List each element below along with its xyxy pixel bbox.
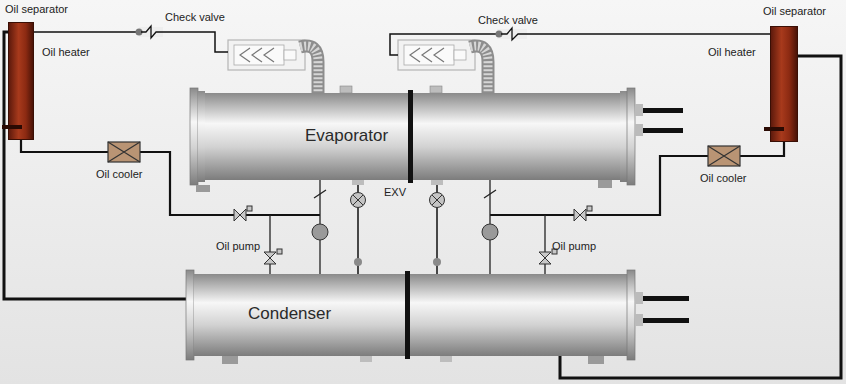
- node-label: Oil separator: [5, 3, 68, 16]
- part-label: Check valve: [165, 11, 225, 24]
- solenoid-valve-symbol: [234, 206, 592, 264]
- evaporator-ends: [190, 86, 683, 192]
- heater-element: [2, 125, 22, 129]
- part-label: Check valve: [478, 14, 538, 27]
- part-label: Oil cooler: [96, 168, 142, 181]
- condenser-vessel: Condenser: [200, 274, 620, 356]
- node-label: Evaporator: [305, 126, 388, 146]
- evaporator-vessel: Evaporator: [205, 93, 620, 180]
- heater-element: [764, 127, 784, 131]
- condenser-ends: [186, 270, 689, 364]
- exv-symbol: [351, 180, 445, 266]
- compressor: [398, 40, 488, 93]
- check-valve-symbol: [136, 26, 528, 40]
- part-label: Oil cooler: [700, 172, 746, 185]
- part-label: Oil pump: [552, 240, 596, 253]
- node-label: Condenser: [248, 304, 331, 324]
- compressor: [228, 40, 318, 93]
- part-label: Oil heater: [708, 46, 756, 59]
- part-label: EXV: [384, 186, 406, 199]
- part-label: Oil pump: [216, 240, 260, 253]
- oil-pump-symbol: [312, 224, 498, 240]
- node-label: Oil separator: [763, 5, 826, 18]
- pump-line: [270, 180, 545, 274]
- part-label: Oil heater: [42, 46, 90, 59]
- vessel-divider: [405, 271, 410, 359]
- oil-separator: Oil separator: [770, 26, 798, 142]
- vessel-divider: [408, 90, 413, 183]
- oil-separator: Oil separator: [8, 22, 34, 140]
